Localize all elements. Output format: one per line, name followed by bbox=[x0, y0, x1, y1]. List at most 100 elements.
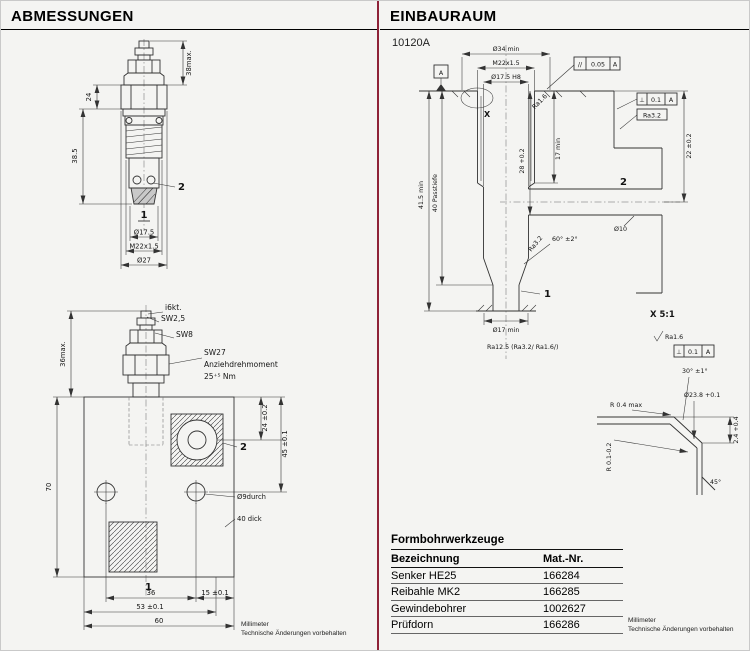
port-1-label: 1 bbox=[145, 582, 152, 593]
table-row: Reibahle MK2 166285 bbox=[391, 584, 623, 601]
dim-dia17: Ø17 min bbox=[493, 326, 520, 334]
roughness-box: Ra3.2 bbox=[619, 108, 668, 130]
footer-units: Millimeter bbox=[241, 621, 269, 628]
block-outline bbox=[83, 396, 235, 578]
dim-dia34: Ø34 min bbox=[493, 45, 520, 53]
dim-24: 24 bbox=[85, 93, 93, 102]
port-labels: 2 1 bbox=[138, 182, 185, 222]
table-row: Senker HE25 166284 bbox=[391, 568, 623, 584]
tool-matnr: 166286 bbox=[543, 619, 580, 631]
gdt-symbol: ⊥ bbox=[676, 349, 682, 356]
dim-dia17-5: Ø17.5 H8 bbox=[491, 73, 521, 81]
tool-matnr: 166284 bbox=[543, 569, 580, 582]
cone-and-ports: 60° ±2° Ra3.2 2 Ø10 1 Ø17 min Ra12.5 (Ra… bbox=[483, 177, 635, 351]
footer-notice: Technische Änderungen vorbehalten bbox=[241, 629, 347, 637]
footer-right: Millimeter Technische Änderungen vorbeha… bbox=[628, 617, 734, 635]
dim-53: 53 ±0.1 bbox=[136, 603, 163, 611]
cartridge-stem-outline bbox=[122, 310, 170, 398]
gdt-symbol: // bbox=[578, 62, 583, 69]
gdt-value: 0.1 bbox=[688, 349, 698, 356]
dim-45: 45 ±0.1 bbox=[281, 430, 289, 457]
footer-notice: Technische Änderungen vorbehalten bbox=[628, 625, 734, 633]
ra-thread-label: Ra1.6 bbox=[531, 93, 549, 111]
gdt-datum: A bbox=[613, 62, 618, 69]
drawing-cartridge-dimensions: 2 1 38max. 24 38.5 Ø17.5 M22x1.5 Ø27 bbox=[71, 39, 193, 269]
header-left: ABMESSUNGEN bbox=[1, 1, 378, 30]
datum-a: A bbox=[433, 64, 449, 91]
gdt-symbol: ⊥ bbox=[639, 97, 645, 104]
dim-22: 22 ±0.2 bbox=[686, 133, 693, 158]
dim-dia23-8: Ø23.8 +0.1 bbox=[684, 391, 720, 399]
dim-dia10: Ø10 bbox=[614, 225, 627, 233]
cavity-outline bbox=[419, 90, 663, 312]
column-header-bezeichnung: Bezeichnung bbox=[391, 553, 460, 565]
label-torque-1: Anziehdrehmoment bbox=[204, 360, 278, 369]
header-right: EINBAURAUM bbox=[380, 1, 749, 30]
dim-17min: 17 min bbox=[555, 138, 562, 160]
r-0102-label: R 0.1-0.2 bbox=[606, 443, 613, 472]
label-sw27: SW27 bbox=[204, 348, 226, 357]
gdt-frame-parallelism: // 0.05 A bbox=[546, 56, 621, 90]
gdt-frame-perpendicularity: ⊥ 0.1 A bbox=[616, 92, 678, 110]
label-sw25: SW2,5 bbox=[161, 314, 185, 323]
angle-60-label: 60° ±2° bbox=[552, 235, 578, 243]
dimension-lines: 38max. 24 38.5 Ø17.5 M22x1.5 Ø27 bbox=[71, 40, 193, 269]
label-dia9: Ø9durch bbox=[237, 493, 266, 501]
section-title-abmessungen: ABMESSUNGEN bbox=[11, 8, 134, 25]
label-i6kt: i6kt. bbox=[165, 303, 182, 312]
dim-38max: 38max. bbox=[185, 50, 193, 76]
gdt-value: 0.1 bbox=[651, 97, 661, 104]
label-sw8: SW8 bbox=[176, 330, 193, 339]
tool-name: Reibahle MK2 bbox=[391, 586, 461, 598]
ra-box-label: Ra3.2 bbox=[643, 113, 661, 120]
column-header-matnr: Mat.-Nr. bbox=[543, 553, 584, 565]
port-2-label: 2 bbox=[240, 442, 247, 453]
dim-24: 24 ±0.2 bbox=[261, 404, 269, 431]
table-row: Prüfdorn 166286 bbox=[391, 617, 623, 634]
cavity-code: 10120A bbox=[392, 37, 430, 49]
detail-x-marker: X bbox=[460, 87, 494, 119]
dim-thread: M22x1.5 bbox=[129, 243, 158, 251]
section-title-einbauraum: EINBAURAUM bbox=[390, 8, 497, 25]
dimension-lines: 36max. 70 24 ±0.2 45 ±0.1 36 15 ±0.1 53 … bbox=[45, 310, 289, 630]
port-1-label: 1 bbox=[141, 210, 148, 221]
gdt-datum: A bbox=[669, 97, 674, 104]
port-1-label: 1 bbox=[544, 289, 551, 300]
tools-table-title: Formbohrwerkzeuge bbox=[391, 534, 623, 550]
detail-title: X 5:1 bbox=[650, 310, 675, 320]
angle-30-label: 30° ±1° bbox=[682, 367, 708, 375]
label-40dick: 40 dick bbox=[237, 515, 262, 523]
tool-matnr: 166285 bbox=[543, 586, 580, 598]
ra-detail-label: Ra1.6 bbox=[665, 334, 683, 341]
gdt-datum: A bbox=[706, 349, 711, 356]
dim-36: 36 bbox=[147, 589, 156, 597]
tool-name: Prüfdorn bbox=[391, 619, 434, 631]
x-marker-label: X bbox=[484, 110, 491, 119]
footer-units: Millimeter bbox=[628, 617, 656, 624]
drawing-valve-block: i6kt. SW2,5 SW8 SW27 Anziehdrehmoment 25… bbox=[45, 303, 289, 630]
dim-38-5: 38.5 bbox=[71, 148, 79, 163]
dim-dia17-5: Ø17.5 bbox=[134, 229, 154, 237]
tool-name: Gewindebohrer bbox=[391, 602, 467, 615]
dim-2-4: 2.4 +0.4 bbox=[733, 416, 740, 443]
dim-dia27: Ø27 bbox=[137, 257, 151, 265]
tools-table: Formbohrwerkzeuge Bezeichnung Mat.-Nr. S… bbox=[391, 534, 623, 634]
drawing-cavity: Ø34 min M22x1.5 Ø17.5 H8 A // 0.05 A ⊥ bbox=[418, 45, 740, 495]
dim-41-5: 41.5 min bbox=[418, 181, 425, 209]
dim-70: 70 bbox=[45, 483, 53, 492]
cartridge-outline bbox=[120, 40, 168, 205]
panel-divider bbox=[377, 1, 379, 650]
dim-15: 15 ±0.1 bbox=[201, 589, 228, 597]
dim-thread: M22x1.5 bbox=[492, 60, 519, 67]
port-2-label: 2 bbox=[178, 182, 185, 193]
angle-45-label: 45° bbox=[710, 478, 721, 486]
tool-matnr: 1002627 bbox=[543, 602, 586, 615]
dim-60: 60 bbox=[155, 617, 164, 625]
table-row: Gewindebohrer 1002627 bbox=[391, 601, 623, 617]
surface-note: Ra12.5 (Ra3.2/ Ra1.6/) bbox=[487, 344, 559, 351]
label-torque-2: 25⁺⁵ Nm bbox=[204, 372, 236, 381]
r-04-label: R 0.4 max bbox=[610, 402, 642, 409]
detail-x-view: X 5:1 Ra1.6 ⊥ 0.1 A 30° ±1° Ø23.8 +0.1 R… bbox=[597, 310, 740, 495]
depth-dimensions: 41.5 min 40 Passtiefe 28 +0.2 17 min 22 … bbox=[418, 90, 693, 312]
